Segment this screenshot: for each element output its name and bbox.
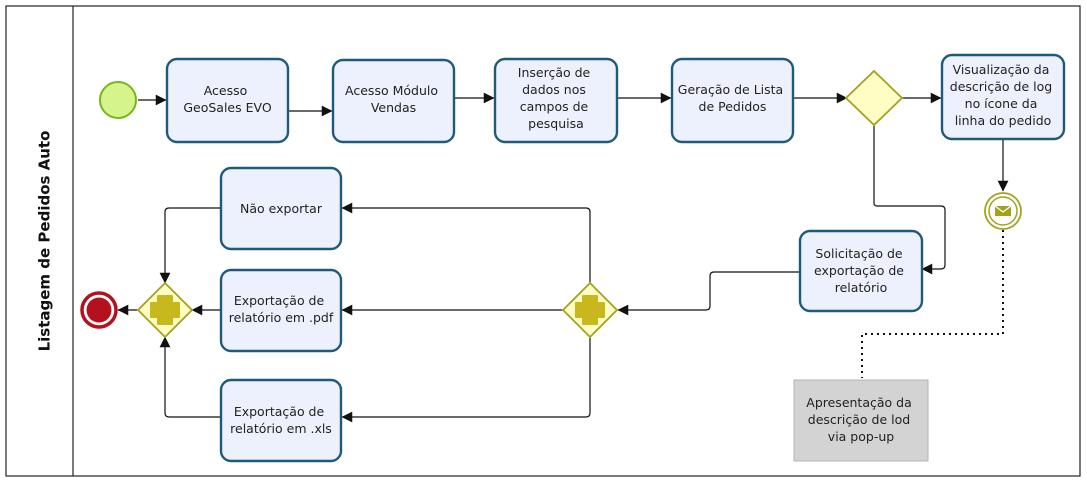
annotation-popup-note: Apresentação da descrição de lod via pop…	[793, 379, 929, 462]
exclusive-gateway[interactable]	[844, 69, 904, 127]
svg-text:Acesso Módulo Vendas: Acesso Módulo Vendas	[345, 83, 442, 115]
task-exportacao-pdf[interactable]: Exportação de relatório em .pdf	[219, 268, 343, 353]
flow-parallel-to-nao-exportar	[341, 202, 591, 283]
svg-text:Inserção de dados nos: Inserção de dados nos campos de pesquisa	[518, 65, 594, 131]
task-solicitacao-exportacao[interactable]: Solicitação de exportação de relatório	[798, 229, 924, 313]
sequence-flows	[117, 92, 1009, 423]
end-event[interactable]	[80, 291, 118, 329]
svg-text:Geração de Lista de Pedi: Geração de Lista de Pedidos	[678, 82, 787, 114]
flow-gateway-to-solicitacao	[873, 125, 946, 275]
lane-title: Listagem de Pedidos Auto	[36, 131, 54, 352]
svg-text:Apresentação da descriçã: Apresentação da descrição de lod via pop…	[806, 395, 915, 444]
svg-text:Exportação de relatório: Exportação de relatório em .pdf	[229, 293, 334, 325]
parallel-gateway-split[interactable]	[561, 281, 619, 339]
svg-text:Visualização da descriçã: Visualização da descrição de log no ícon…	[950, 62, 1056, 128]
svg-text:Exportação de relatório: Exportação de relatório em .xls	[230, 404, 332, 436]
start-event[interactable]	[99, 81, 137, 119]
annotation-association	[861, 230, 1004, 378]
svg-text:Solicitação de exportaçã: Solicitação de exportação de relatório	[814, 246, 908, 295]
envelope-icon	[995, 206, 1011, 216]
svg-text:Acesso GeoSales EVO: Acesso GeoSales EVO	[183, 83, 271, 115]
flow-parallel-to-xls	[341, 337, 591, 423]
flow-xls-to-join	[159, 336, 220, 418]
task-insercao-dados[interactable]: Inserção de dados nos campos de pesquisa	[493, 57, 619, 144]
task-acesso-geosales[interactable]: Acesso GeoSales EVO	[165, 57, 290, 144]
task-exportacao-xls[interactable]: Exportação de relatório em .xls	[219, 378, 343, 463]
svg-text:Não exportar: Não exportar	[240, 201, 323, 216]
task-geracao-lista[interactable]: Geração de Lista de Pedidos	[670, 57, 795, 144]
flow-nao-exportar-to-join	[159, 207, 220, 284]
task-nao-exportar[interactable]: Não exportar	[219, 166, 343, 251]
task-visualizacao-log[interactable]: Visualização da descrição de log no ícon…	[940, 53, 1066, 141]
parallel-gateway-join[interactable]	[136, 281, 194, 339]
message-event[interactable]	[984, 192, 1022, 230]
task-acesso-modulo-vendas[interactable]: Acesso Módulo Vendas	[331, 58, 456, 144]
flow-solicitacao-to-parallel	[617, 271, 799, 316]
